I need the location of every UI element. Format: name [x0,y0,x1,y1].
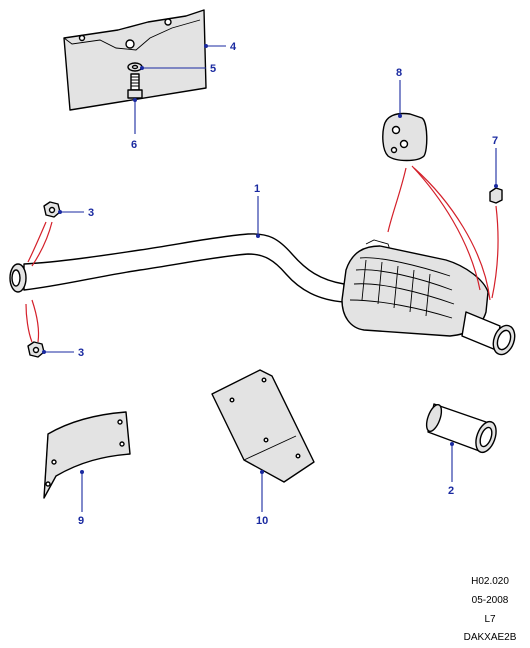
tail-pipe-trim [425,403,497,454]
rear-silencer [341,245,489,337]
callout-10: 10 [256,515,268,527]
rubber-mount [382,112,428,162]
callout-2: 2 [448,485,454,497]
footer-model: L7 [484,614,496,625]
exhaust-pipe [9,233,391,303]
guide-lines [25,165,499,343]
tail-pipe-outlet [461,311,516,356]
callout-5: 5 [210,63,216,75]
bolt [127,73,143,99]
curved-heat-shield [43,411,131,499]
mount-nut [489,187,503,204]
footer-ref: H02.020 [471,576,509,587]
callout-3-lower: 3 [78,347,84,359]
angled-heat-shield [211,369,315,483]
footer-date: 05-2008 [471,595,509,606]
callout-8: 8 [396,67,402,79]
footer-code: DAKXAE2B [463,632,517,643]
heat-shield-bracket [63,9,207,111]
callout-6: 6 [131,139,137,151]
callout-4: 4 [230,41,237,53]
callout-7: 7 [492,135,498,147]
callout-3-upper: 3 [88,207,94,219]
leader-lines [42,44,498,512]
callout-1: 1 [254,183,260,195]
washer [127,62,143,72]
flange-nut-upper [43,201,61,218]
flange-nut-lower [27,341,45,358]
callout-9: 9 [78,515,84,527]
